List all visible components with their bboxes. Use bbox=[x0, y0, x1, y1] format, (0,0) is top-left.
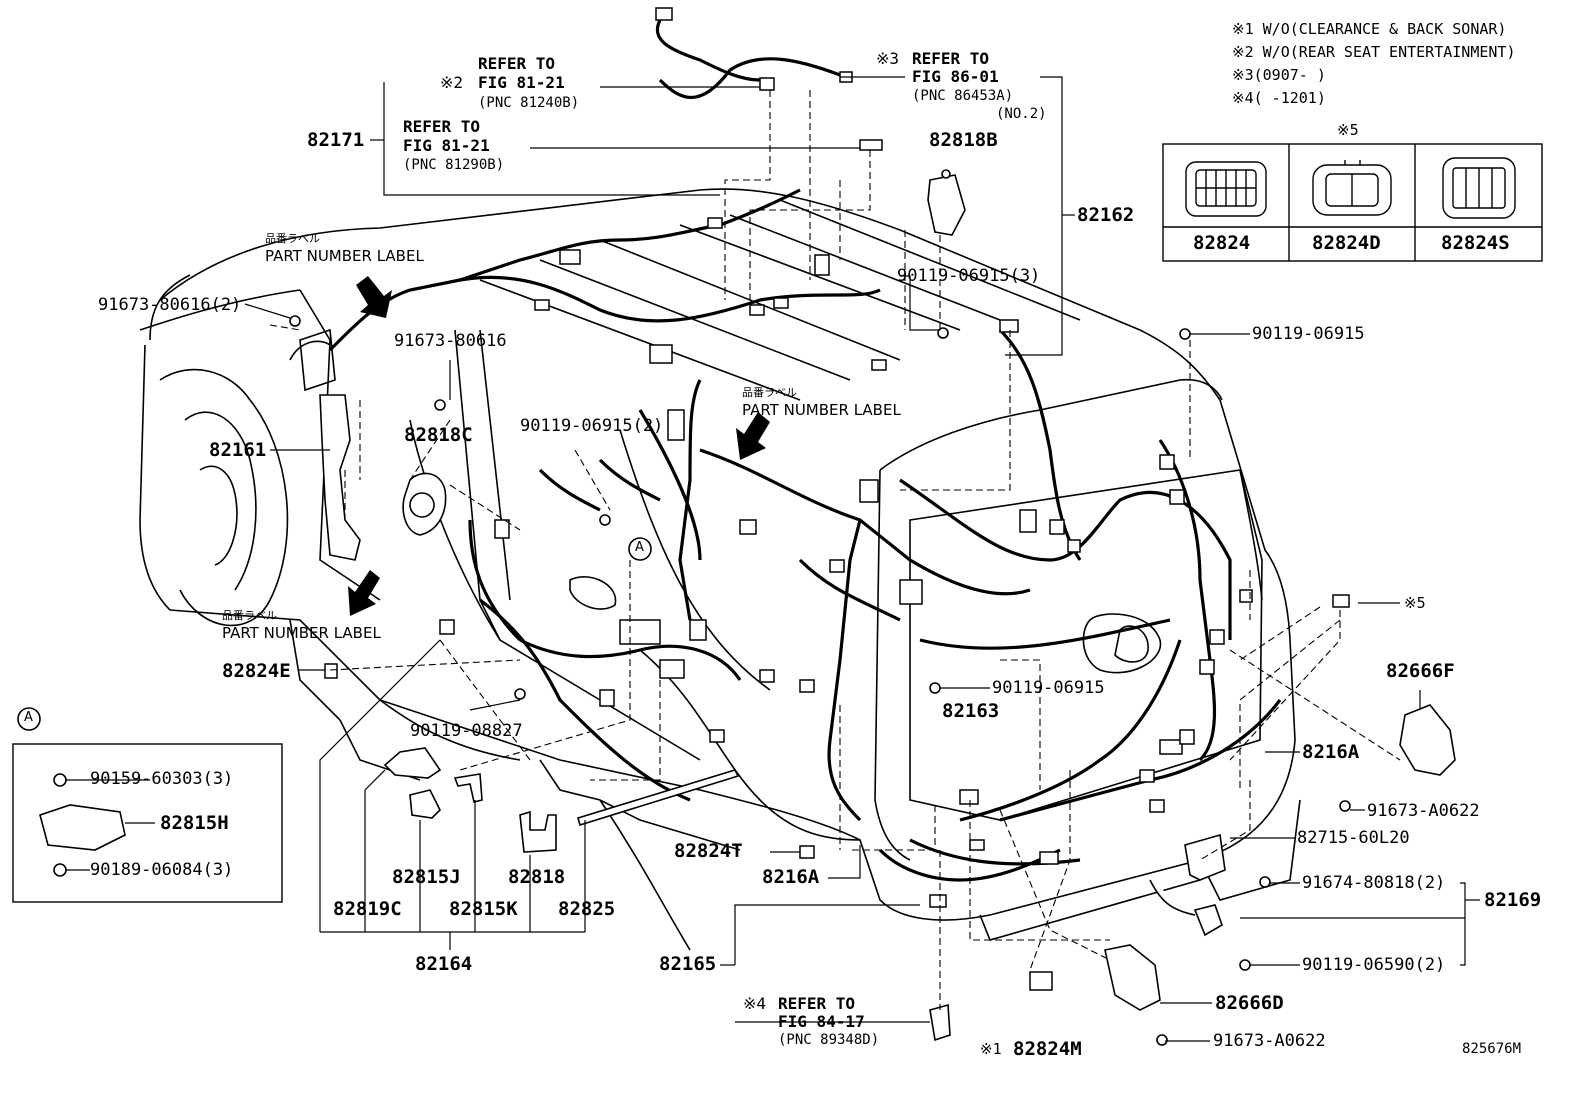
part-82824M[interactable]: 82824M bbox=[1013, 1038, 1082, 1060]
part-90119-06915-top[interactable]: 90119-06915 bbox=[1252, 324, 1365, 344]
inset-part-82815H[interactable]: 82815H bbox=[160, 812, 229, 834]
ref4-pnc: (PNC 89348D) bbox=[778, 1032, 880, 1048]
ref1-mark: ※2 bbox=[440, 73, 464, 92]
illustration-id: 825676M bbox=[1462, 1041, 1522, 1057]
part-82815K[interactable]: 82815K bbox=[449, 898, 518, 920]
inset-part-90159-60303[interactable]: 90159-60303(3) bbox=[90, 769, 234, 789]
part-8216A-left[interactable]: 8216A bbox=[762, 866, 820, 888]
part-number-label-jp-2: 品番ラベル bbox=[742, 386, 797, 399]
part-82163[interactable]: 82163 bbox=[942, 700, 1000, 722]
connector-table-header: ※5 bbox=[1337, 121, 1359, 139]
part-note5-marker: ※5 bbox=[1404, 594, 1426, 612]
ref4-mark: ※4 bbox=[743, 994, 767, 1013]
connector-82824S-label[interactable]: 82824S bbox=[1441, 232, 1510, 254]
ref1-pnc: (PNC 81240B) bbox=[478, 95, 580, 111]
part-number-label-jp-1: 品番ラベル bbox=[265, 232, 320, 245]
connector-82824D-label[interactable]: 82824D bbox=[1312, 232, 1381, 254]
connector-blocks bbox=[324, 7, 1350, 991]
note-4: ※4( -1201) bbox=[1232, 89, 1326, 107]
part-82161[interactable]: 82161 bbox=[209, 439, 267, 461]
callout-a-diagram[interactable]: A bbox=[635, 540, 644, 555]
note-2: ※2 W/O(REAR SEAT ENTERTAINMENT) bbox=[1232, 43, 1516, 61]
part-90119-06915-3[interactable]: 90119-06915(3) bbox=[897, 266, 1041, 286]
label-arrows bbox=[348, 276, 770, 616]
ref3-pnc: (PNC 86453A) bbox=[912, 88, 1014, 104]
callout-markers bbox=[17, 537, 652, 731]
dashed-reference-lines bbox=[269, 90, 1401, 1010]
part-number-label-en-1: PART NUMBER LABEL bbox=[265, 247, 424, 265]
ref2-pnc: (PNC 81290B) bbox=[403, 157, 505, 173]
part-91673-80616[interactable]: 91673-80616 bbox=[394, 331, 507, 351]
note-1: ※1 W/O(CLEARANCE & BACK SONAR) bbox=[1232, 20, 1507, 38]
part-82818[interactable]: 82818 bbox=[508, 866, 566, 888]
part-82824T[interactable]: 82824T bbox=[674, 840, 743, 862]
part-number-label-en-3: PART NUMBER LABEL bbox=[222, 624, 381, 642]
ref4-line1: REFER TO bbox=[778, 994, 856, 1013]
ref2-line1: REFER TO bbox=[403, 117, 481, 136]
connector-table-frame bbox=[1162, 143, 1543, 262]
part-8216A-right[interactable]: 8216A bbox=[1302, 741, 1360, 763]
ref1-line1: REFER TO bbox=[478, 54, 556, 73]
part-82815J[interactable]: 82815J bbox=[392, 866, 461, 888]
part-90119-08827[interactable]: 90119-08827 bbox=[410, 721, 523, 741]
part-82666D[interactable]: 82666D bbox=[1215, 992, 1284, 1014]
ref1-line2[interactable]: FIG 81-21 bbox=[478, 73, 565, 92]
ref2-line2[interactable]: FIG 81-21 bbox=[403, 136, 490, 155]
ref3-line2[interactable]: FIG 86-01 bbox=[912, 67, 999, 86]
part-90119-06590-2[interactable]: 90119-06590(2) bbox=[1302, 955, 1446, 975]
leader-lines bbox=[244, 76, 1480, 1042]
vehicle-body-outline bbox=[139, 188, 1301, 951]
part-82715-60L20[interactable]: 82715-60L20 bbox=[1297, 828, 1410, 848]
part-91673-80616-2[interactable]: 91673-80616(2) bbox=[98, 295, 242, 315]
part-82824M-mark: ※1 bbox=[980, 1040, 1002, 1058]
part-90119-06915-bottom[interactable]: 90119-06915 bbox=[992, 678, 1105, 698]
part-number-label-jp-3: 品番ラベル bbox=[222, 609, 277, 622]
part-drawings bbox=[39, 169, 1456, 1046]
callout-a-inset: A bbox=[24, 710, 33, 725]
part-91674-80818-2[interactable]: 91674-80818(2) bbox=[1302, 873, 1446, 893]
part-90119-06915-2[interactable]: 90119-06915(2) bbox=[520, 416, 664, 436]
inset-frame bbox=[12, 743, 283, 903]
inset-part-90189-06084[interactable]: 90189-06084(3) bbox=[90, 860, 234, 880]
connector-82824-label[interactable]: 82824 bbox=[1193, 232, 1251, 254]
ref3-line1: REFER TO bbox=[912, 49, 990, 68]
part-82818B[interactable]: 82818B bbox=[929, 129, 998, 151]
part-number-label-en-2: PART NUMBER LABEL bbox=[742, 401, 901, 419]
ref4-line2[interactable]: FIG 84-17 bbox=[778, 1012, 865, 1031]
part-82169[interactable]: 82169 bbox=[1484, 889, 1542, 911]
part-82165[interactable]: 82165 bbox=[659, 953, 717, 975]
part-82819C[interactable]: 82819C bbox=[333, 898, 402, 920]
part-91673-A0622-bottom[interactable]: 91673-A0622 bbox=[1213, 1031, 1326, 1051]
note-3: ※3(0907- ) bbox=[1232, 66, 1326, 84]
ref3-mark: ※3 bbox=[876, 49, 900, 68]
part-82666F[interactable]: 82666F bbox=[1386, 660, 1455, 682]
part-82171[interactable]: 82171 bbox=[307, 129, 365, 151]
ref3-no: (NO.2) bbox=[996, 106, 1047, 122]
wire-harness-routes bbox=[328, 19, 1282, 882]
part-82162[interactable]: 82162 bbox=[1077, 204, 1135, 226]
part-82164[interactable]: 82164 bbox=[415, 953, 473, 975]
part-91673-A0622-top[interactable]: 91673-A0622 bbox=[1367, 801, 1480, 821]
part-82825[interactable]: 82825 bbox=[558, 898, 616, 920]
part-82818C[interactable]: 82818C bbox=[404, 424, 473, 446]
part-82824E[interactable]: 82824E bbox=[222, 660, 291, 682]
